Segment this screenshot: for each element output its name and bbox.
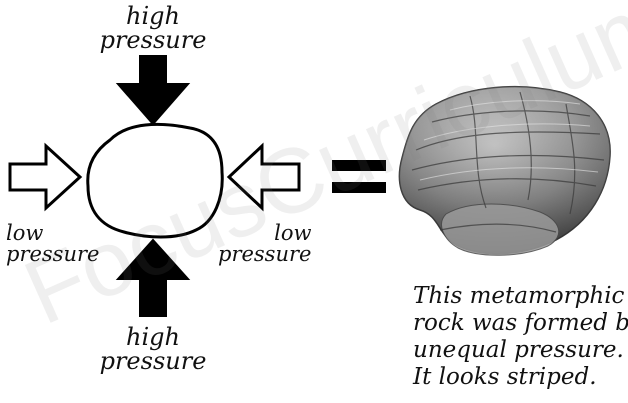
right-low-pressure-label: low pressure [218,223,311,265]
metamorphic-rock-photo [399,87,610,256]
right-label-line-1: low [218,223,311,244]
bottom-high-pressure-label: high pressure [100,325,207,373]
low-pressure-arrow-right [229,146,299,208]
rock-caption: This metamorphic rock was formed by uneq… [413,283,628,391]
equals-sign-top-bar [332,160,386,171]
right-label-line-2: pressure [218,244,311,265]
bottom-label-line-2: pressure [100,349,207,373]
top-label-line-1: high [100,4,207,28]
low-pressure-arrow-left [10,146,80,208]
left-label-line-2: pressure [6,244,99,265]
rock-outline [88,124,223,237]
top-label-line-2: pressure [100,28,207,52]
bottom-label-line-1: high [100,325,207,349]
top-high-pressure-label: high pressure [100,4,207,52]
high-pressure-arrow-top [118,56,188,124]
caption-line-4: It looks striped. [413,364,628,391]
left-label-line-1: low [6,223,99,244]
left-low-pressure-label: low pressure [6,223,99,265]
caption-line-2: rock was formed by [413,310,628,337]
caption-line-1: This metamorphic [413,283,628,310]
high-pressure-arrow-bottom [118,240,188,316]
equals-sign-bottom-bar [332,182,386,193]
caption-line-3: unequal pressure. [413,337,628,364]
